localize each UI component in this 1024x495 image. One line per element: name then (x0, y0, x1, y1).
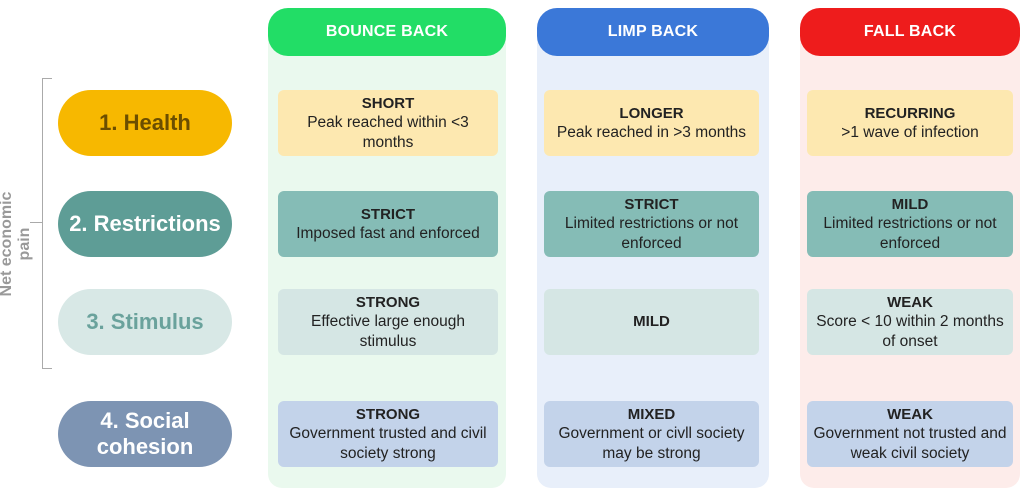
cell-social-cohesion-limp-back: MIXED Government or civll society may be… (544, 401, 759, 467)
row-label-restrictions: 2. Restrictions (58, 191, 232, 257)
axis-bracket-line (42, 78, 43, 368)
cell-title: STRONG (355, 293, 421, 311)
cell-restrictions-bounce-back: STRICT Imposed fast and enforced (278, 191, 498, 257)
row-label-stimulus: 3. Stimulus (58, 289, 232, 355)
cell-stimulus-bounce-back: STRONG Effective large enough stimulus (278, 289, 498, 355)
cell-title: STRICT (624, 195, 679, 213)
cell-title: SHORT (361, 94, 415, 112)
cell-title: WEAK (887, 293, 933, 311)
cell-restrictions-limp-back: STRICT Limited restrictions or not enfor… (544, 191, 759, 257)
cell-description: Score < 10 within 2 months of onset (816, 313, 1004, 350)
cell-description: Limited restrictions or not enforced (823, 215, 997, 252)
cell-stimulus-fall-back: WEAK Score < 10 within 2 months of onset (807, 289, 1013, 355)
cell-social-cohesion-bounce-back: STRONG Government trusted and civil soci… (278, 401, 498, 467)
cell-title: MILD (633, 313, 670, 331)
cell-restrictions-fall-back: MILD Limited restrictions or not enforce… (807, 191, 1013, 257)
cell-title: WEAK (887, 405, 933, 423)
cell-description: Government trusted and civil society str… (289, 425, 487, 462)
cell-health-fall-back: RECURRING >1 wave of infection (807, 90, 1013, 156)
cell-description: >1 wave of infection (841, 124, 979, 141)
cell-description: Government not trusted and weak civil so… (813, 425, 1007, 462)
row-label-social-cohesion: 4. Social cohesion (58, 401, 232, 467)
column-header-bounce-back: BOUNCE BACK (268, 8, 506, 56)
axis-label: Net economic pain (0, 191, 33, 297)
column-header-fall-back: FALL BACK (800, 8, 1020, 56)
cell-description: Peak reached in >3 months (556, 124, 747, 141)
cell-stimulus-limp-back: MILD (544, 289, 759, 355)
row-label-health: 1. Health (58, 90, 232, 156)
cell-title: LONGER (619, 104, 684, 122)
cell-title: MIXED (627, 405, 676, 423)
axis-bracket-top (42, 78, 52, 79)
cell-health-bounce-back: SHORT Peak reached within <3 months (278, 90, 498, 156)
cell-title: STRICT (360, 205, 416, 223)
cell-title: STRONG (355, 405, 421, 423)
cell-description: Government or civll society may be stron… (558, 425, 745, 462)
column-header-limp-back: LIMP BACK (537, 8, 769, 56)
cell-description: Limited restrictions or not enforced (564, 215, 739, 252)
cell-title: MILD (891, 195, 929, 213)
cell-title: RECURRING (864, 104, 956, 122)
cell-health-limp-back: LONGER Peak reached in >3 months (544, 90, 759, 156)
cell-social-cohesion-fall-back: WEAK Government not trusted and weak civ… (807, 401, 1013, 467)
axis-bracket-mid (30, 222, 42, 223)
cell-description: Effective large enough stimulus (311, 313, 465, 350)
axis-bracket-bottom (42, 368, 52, 369)
cell-description: Imposed fast and enforced (296, 225, 480, 242)
cell-description: Peak reached within <3 months (307, 114, 469, 151)
